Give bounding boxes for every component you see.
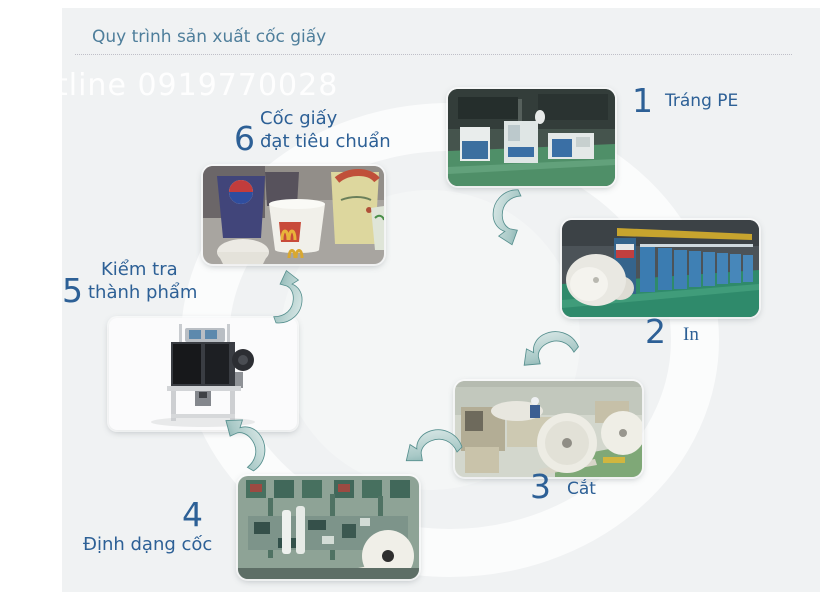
step-4-number: 4 [182,495,203,534]
step-6-label-line-2: đạt tiêu chuẩn [260,131,391,152]
step-1-label: Tráng PE [665,91,739,111]
title-divider [75,54,792,55]
step-1-pe-coating-line-photo [448,89,615,186]
step-5-number: 5 [62,271,83,310]
step-6-finished-paper-cups-photo [203,166,384,264]
step-2-number: 2 [645,312,666,351]
step-2-label: In [683,324,699,345]
step-3-label: Cắt [567,479,596,499]
step-1-caption: 1 Tráng PE [632,84,738,117]
step-1-number: 1 [632,81,653,120]
step-4-cup-forming-machine-photo [238,476,419,579]
step-5-label: Kiểm tra thành phẩm [88,258,197,304]
hotline-watermark-text: tline 0919770028 [56,68,339,103]
step-2-printing-press-photo [562,220,759,317]
step-6-number: 6 [234,119,255,158]
step-3-caption: 3 Cắt [530,470,596,503]
step-5-inspection-machine-photo [109,318,297,430]
step-6-label-line-1: Cốc giấy [260,108,338,129]
step-4-label: Định dạng cốc [83,534,213,555]
step-3-paper-roll-cutting-photo [455,381,642,477]
step-2-caption: 2 In [645,315,699,348]
step-5-label-line-1: Kiểm tra [101,259,178,280]
step-6-label: Cốc giấy đạt tiêu chuẩn [260,107,391,153]
step-5-label-line-2: thành phẩm [88,282,198,303]
page-title: Quy trình sản xuất cốc giấy [92,27,327,47]
step-3-number: 3 [530,467,551,506]
